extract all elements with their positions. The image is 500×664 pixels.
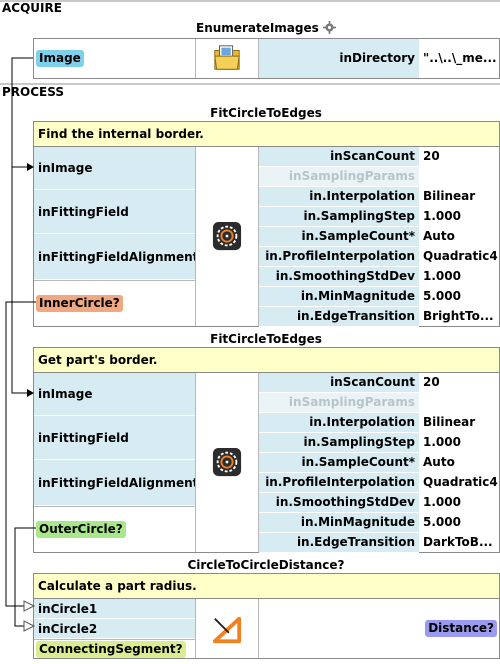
connectingsegment-output-port[interactable]: ConnectingSegment? [36, 640, 186, 658]
ruler-triangle-icon [212, 616, 242, 644]
param-value[interactable]: 5.000 [423, 289, 461, 303]
param-value[interactable]: 5.000 [423, 515, 461, 529]
link-innercircle-incircle1 [5, 301, 36, 607]
enumerate-icon-cell [195, 39, 259, 78]
param-name[interactable]: in.SampleCount* [259, 227, 419, 247]
indirectory-value[interactable]: "..\..\_me... [423, 51, 497, 65]
enumerate-title[interactable]: EnumerateImages [33, 21, 499, 35]
param-name[interactable]: in.SmoothingStdDev [259, 493, 419, 513]
indirectory-param[interactable]: inDirectory [259, 39, 419, 78]
fit1-icon-cell [195, 147, 259, 326]
fit2-icon-cell [195, 373, 259, 552]
fit2-input-infittingfieldalignment[interactable]: inFittingFieldAlignment* [34, 460, 205, 506]
param-name[interactable]: in.MinMagnitude [259, 513, 419, 533]
dist-title[interactable]: CircleToCircleDistance? [187, 558, 345, 572]
fit1-title[interactable]: FitCircleToEdges [210, 106, 322, 120]
outercircle-output-port[interactable]: OuterCircle? [36, 521, 126, 538]
param-value[interactable]: 1.000 [423, 435, 461, 449]
enumerate-tool[interactable]: Image inDirectory "..\..\_me... [33, 38, 500, 79]
fit2-comment[interactable]: Get part's border. [34, 348, 499, 373]
dist-output2-cell: Distance? [259, 599, 499, 658]
fit2-title[interactable]: FitCircleToEdges [210, 332, 322, 346]
param-name[interactable]: in.SamplingStep [259, 207, 419, 227]
link-image-fit1 [11, 57, 33, 168]
arrow-head [27, 163, 34, 171]
fit2-tool[interactable]: Get part's border. inImage inFittingFiel… [33, 347, 500, 553]
dist-tool[interactable]: Calculate a part radius. inCircle1 inCir… [33, 573, 500, 659]
param-value[interactable]: Auto [423, 229, 455, 243]
dist-output-cell: ConnectingSegment? [34, 639, 195, 658]
param-name[interactable]: inSamplingParams [259, 393, 419, 413]
fit2-input-infittingfield[interactable]: inFittingField [34, 416, 195, 460]
innercircle-output-port[interactable]: InnerCircle? [36, 295, 123, 312]
param-name[interactable]: inSamplingParams [259, 167, 419, 187]
param-name[interactable]: in.Interpolation [259, 187, 419, 207]
param-name[interactable]: inScanCount [259, 373, 419, 393]
param-name[interactable]: in.EdgeTransition [259, 533, 419, 553]
dist-input-incircle1[interactable]: inCircle1 [34, 599, 195, 619]
param-value[interactable]: 1.000 [423, 209, 461, 223]
circle-target-icon [212, 221, 242, 251]
dist-comment[interactable]: Calculate a part radius. [34, 574, 499, 599]
fit1-input-infittingfield[interactable]: inFittingField [34, 190, 195, 234]
link-image-fit2 [11, 167, 28, 394]
gear-icon[interactable] [322, 21, 336, 34]
param-value[interactable]: Quadratic4 [423, 249, 498, 263]
param-name[interactable]: in.EdgeTransition [259, 307, 419, 327]
link-outercircle-incircle2 [14, 527, 36, 627]
distance-output-port[interactable]: Distance? [425, 620, 497, 637]
param-name[interactable]: in.Interpolation [259, 413, 419, 433]
param-name[interactable]: in.SampleCount* [259, 453, 419, 473]
fit1-comment[interactable]: Find the internal border. [34, 122, 499, 147]
param-value[interactable]: 20 [423, 149, 440, 163]
enumerate-title-text: EnumerateImages [196, 21, 319, 35]
param-value[interactable]: DarkToB... [423, 535, 493, 549]
section-acquire-label: ACQUIRE [2, 1, 62, 15]
param-value[interactable]: Bilinear [423, 415, 476, 429]
fit1-input-infittingfieldalignment[interactable]: inFittingFieldAlignment* [34, 234, 205, 280]
section-process-label: PROCESS [2, 85, 64, 99]
fit1-tool[interactable]: Find the internal border. inImage inFitt… [33, 121, 500, 327]
section-separator [0, 83, 500, 85]
param-value[interactable]: 20 [423, 375, 440, 389]
param-value[interactable]: BrightTo... [423, 309, 494, 323]
fit1-input-inimage[interactable]: inImage [34, 147, 195, 190]
param-name[interactable]: in.ProfileInterpolation [259, 473, 419, 493]
dist-icon-cell [195, 599, 259, 658]
fit2-output-cell: OuterCircle? [34, 506, 195, 552]
param-name[interactable]: in.SamplingStep [259, 433, 419, 453]
param-name[interactable]: in.SmoothingStdDev [259, 267, 419, 287]
param-value[interactable]: Bilinear [423, 189, 476, 203]
arrow-head [27, 389, 34, 397]
param-name[interactable]: in.MinMagnitude [259, 287, 419, 307]
fit2-input-inimage[interactable]: inImage [34, 373, 195, 416]
param-value[interactable]: Quadratic4 [423, 475, 498, 489]
dist-input-incircle2[interactable]: inCircle2 [34, 619, 195, 639]
folder-images-icon [214, 45, 240, 70]
arrow-head-hollow [23, 620, 36, 632]
arrow-head-hollow [23, 600, 36, 612]
param-value[interactable]: 1.000 [423, 269, 461, 283]
enumerate-output-cell: Image [34, 39, 195, 78]
section-separator [0, 0, 500, 2]
circle-target-icon [212, 447, 242, 477]
fit1-output-cell: InnerCircle? [34, 280, 195, 326]
image-output-port[interactable]: Image [36, 50, 84, 67]
param-value[interactable]: 1.000 [423, 495, 461, 509]
param-name[interactable]: inScanCount [259, 147, 419, 167]
param-name[interactable]: in.ProfileInterpolation [259, 247, 419, 267]
param-value[interactable]: Auto [423, 455, 455, 469]
